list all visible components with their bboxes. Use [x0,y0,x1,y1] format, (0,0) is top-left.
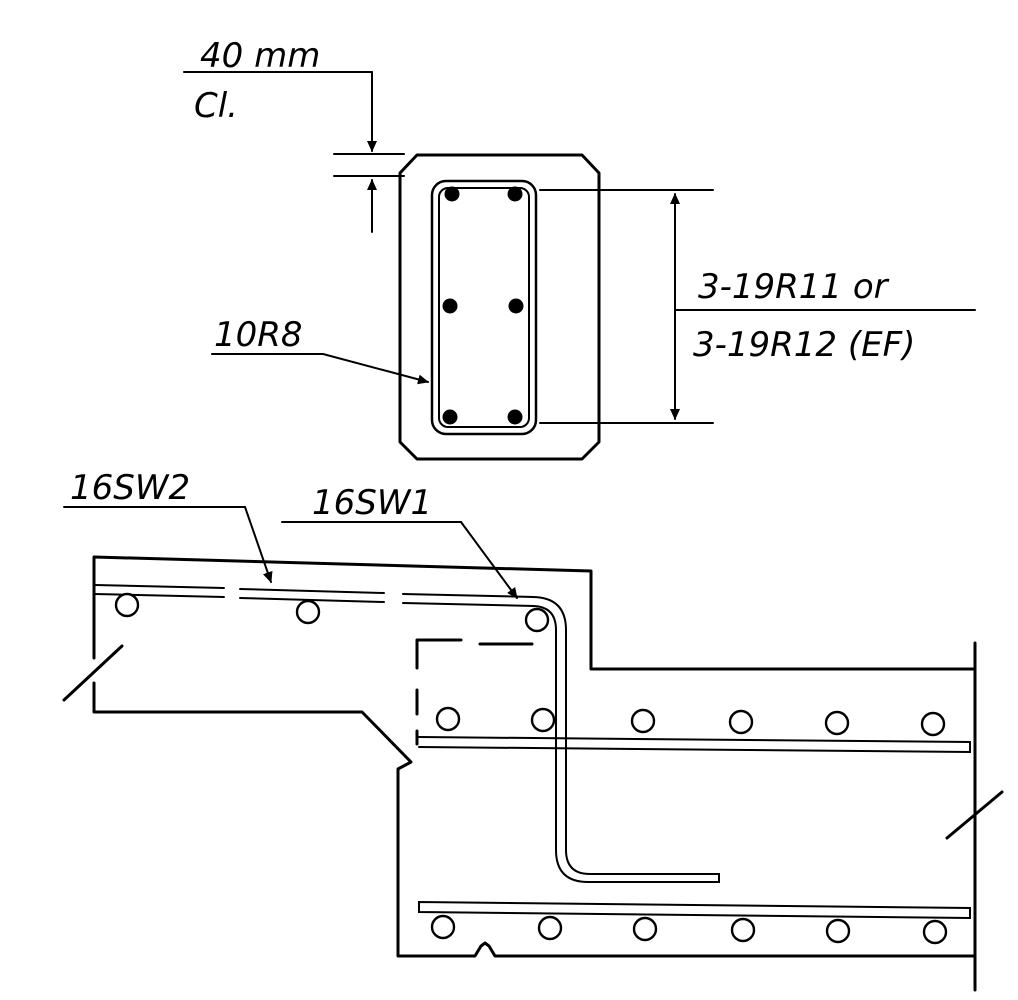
rebar-circle [825,918,851,944]
rebar-circle [920,711,946,737]
rebar-circle [632,916,658,942]
rebar-circle [824,710,850,736]
slab-outline [92,555,977,671]
rebar-circle [530,707,556,733]
cover-dimension: 40 mm Cl. [183,36,405,233]
rebar-dot [442,409,458,425]
bar-sw1-label: 16SW1 [312,483,432,523]
bars-label-line1: 3-19R11 or [698,267,890,307]
rebar-dot [507,409,523,425]
rebar-dot [507,186,523,202]
bottom-bar-lower [418,900,971,920]
callout-16sw1: 16SW1 [281,483,518,599]
bottom-bar-top [418,736,971,754]
rebar-circle [630,708,656,734]
rebar-circle [295,599,321,625]
rebar-circle [537,915,563,941]
stirrup-label: 10R8 [214,315,303,355]
stirrup-outer [430,179,538,436]
cover-value-label: 40 mm [200,36,320,76]
rebar-dot [508,298,524,314]
rebar-circle [730,917,756,943]
bars-label-line2: 3-19R12 (EF) [693,325,915,365]
column-section [398,153,601,461]
column-outline [398,153,601,461]
rebar-circle [728,709,754,735]
rebar-circle [435,706,461,732]
beam-section [62,555,1004,992]
bar-16sw1-outer [531,596,720,883]
rebar-circle [430,914,456,940]
callout-16sw2: 16SW2 [63,468,273,583]
rebar-dot [442,298,458,314]
bars-dimension: 3-19R11 or 3-19R12 (EF) [539,189,976,424]
rebar-circle [114,592,140,618]
break-line-right [945,790,1004,840]
construction-joint [415,638,463,670]
stirrup-callout: 10R8 [211,315,429,385]
rebar-dot [444,186,460,202]
rebar-circle [524,607,550,633]
slab-bottom-outline [92,681,977,958]
bar-sw2-label: 16SW2 [70,468,190,508]
cover-text-label: Cl. [194,86,238,126]
stirrup-inner [438,187,530,428]
rebar-circle [922,919,948,945]
break-line-left [62,644,124,702]
